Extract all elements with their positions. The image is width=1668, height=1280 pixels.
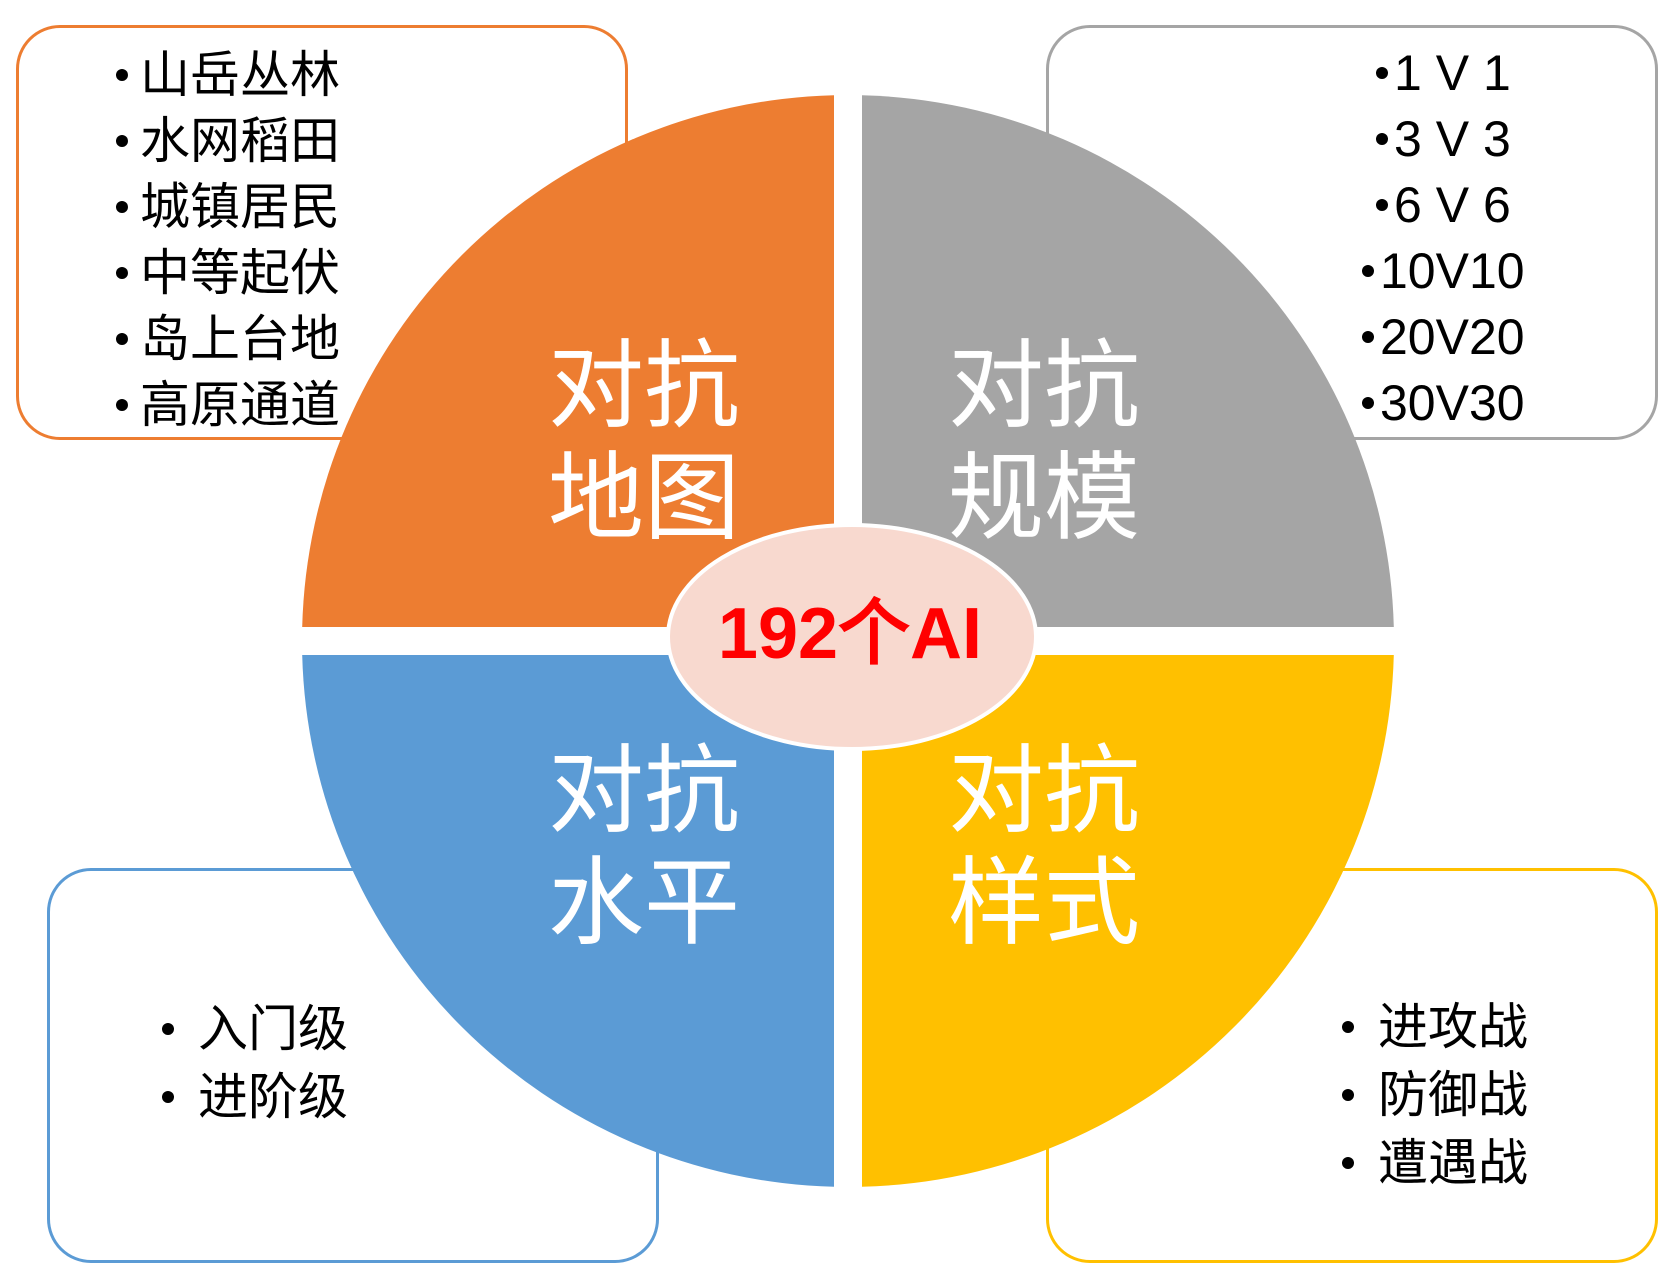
quadrant-scale bbox=[862, 95, 1394, 627]
list-item: 30V30 bbox=[1362, 370, 1525, 436]
bullet-icon bbox=[116, 201, 128, 213]
bullet-icon bbox=[1376, 199, 1388, 211]
level-list: 入门级 进阶级 bbox=[162, 995, 348, 1131]
list-item: 防御战 bbox=[1342, 1061, 1528, 1129]
bullet-icon bbox=[1362, 265, 1374, 277]
bullet-icon bbox=[1342, 1021, 1354, 1033]
bullet-icon bbox=[116, 135, 128, 147]
center-total-label: 192个AI bbox=[717, 594, 983, 674]
bullet-icon bbox=[1362, 397, 1374, 409]
list-item: 3 V 3 bbox=[1362, 106, 1525, 172]
list-item: 进攻战 bbox=[1342, 993, 1528, 1061]
bullet-icon bbox=[116, 333, 128, 345]
bullet-icon bbox=[162, 1023, 174, 1035]
list-item: 遭遇战 bbox=[1342, 1129, 1528, 1197]
bullet-icon bbox=[1342, 1157, 1354, 1169]
style-list: 进攻战 防御战 遭遇战 bbox=[1342, 993, 1528, 1197]
scale-list: 1 V 1 3 V 3 6 V 6 10V10 20V20 30V30 bbox=[1362, 40, 1525, 436]
bullet-icon bbox=[1342, 1089, 1354, 1101]
center-ellipse bbox=[666, 523, 1038, 751]
quadrant-style bbox=[862, 655, 1394, 1187]
bullet-icon bbox=[1376, 67, 1388, 79]
bullet-icon bbox=[116, 399, 128, 411]
list-item: 进阶级 bbox=[162, 1063, 348, 1131]
bullet-icon bbox=[1376, 133, 1388, 145]
quadrant-level bbox=[302, 655, 834, 1187]
bullet-icon bbox=[1362, 331, 1374, 343]
list-item: 中等起伏 bbox=[116, 240, 340, 306]
list-item: 城镇居民 bbox=[116, 174, 340, 240]
bullet-icon bbox=[116, 267, 128, 279]
list-item: 水网稻田 bbox=[116, 108, 340, 174]
bullet-icon bbox=[116, 69, 128, 81]
bullet-icon bbox=[162, 1091, 174, 1103]
quadrant-map bbox=[302, 95, 834, 627]
scale-quadrant-label: 对抗 规模 bbox=[948, 330, 1140, 554]
list-item: 入门级 bbox=[162, 995, 348, 1063]
map-quadrant-label: 对抗 地图 bbox=[548, 330, 740, 554]
list-item: 10V10 bbox=[1362, 238, 1525, 304]
level-quadrant-label: 对抗 水平 bbox=[548, 735, 740, 959]
map-list: 山岳丛林 水网稻田 城镇居民 中等起伏 岛上台地 高原通道 bbox=[116, 42, 340, 438]
list-item: 1 V 1 bbox=[1362, 40, 1525, 106]
list-item: 岛上台地 bbox=[116, 306, 340, 372]
list-item: 高原通道 bbox=[116, 372, 340, 438]
list-item: 山岳丛林 bbox=[116, 42, 340, 108]
list-item: 6 V 6 bbox=[1362, 172, 1525, 238]
list-item: 20V20 bbox=[1362, 304, 1525, 370]
style-quadrant-label: 对抗 样式 bbox=[948, 735, 1140, 959]
